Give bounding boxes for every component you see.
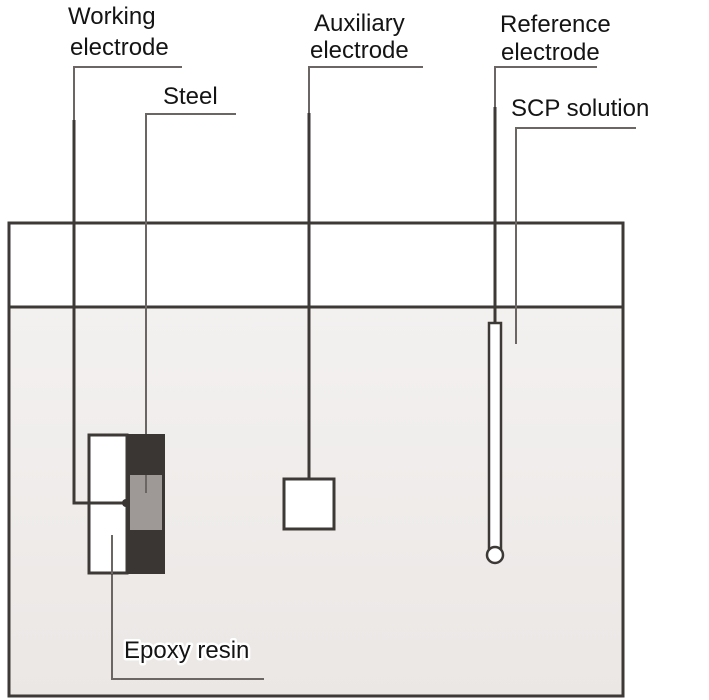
leader-reference-electrode xyxy=(494,66,597,107)
label-auxiliary-electrode-line1: Auxiliary xyxy=(314,10,405,37)
auxiliary-electrode-plate xyxy=(282,477,336,531)
label-reference-electrode-line2: electrode xyxy=(501,39,600,66)
label-working-electrode-line1: Working xyxy=(68,3,156,30)
leader-lines xyxy=(73,66,636,680)
leader-epoxy-resin xyxy=(111,535,264,680)
leader-working-electrode xyxy=(73,66,182,120)
label-epoxy-resin: Epoxy resin xyxy=(124,637,249,664)
leader-auxiliary-electrode xyxy=(308,66,423,113)
connection-dot xyxy=(122,499,130,507)
beaker-outline xyxy=(7,221,625,698)
label-steel: Steel xyxy=(163,83,218,110)
leader-scp-solution xyxy=(515,127,636,344)
auxiliary-electrode xyxy=(282,113,336,531)
reference-electrode xyxy=(485,107,505,565)
label-reference-electrode-line1: Reference xyxy=(500,11,611,38)
reference-electrode-bulb xyxy=(485,545,505,565)
label-working-electrode-line2: electrode xyxy=(70,34,169,61)
leader-steel xyxy=(145,113,236,434)
working-electrode xyxy=(72,120,165,575)
labels: Working electrode Steel Auxiliary electr… xyxy=(68,3,649,667)
label-auxiliary-electrode-line2: electrode xyxy=(310,37,409,64)
reference-electrode-tube xyxy=(487,321,503,551)
label-scp-solution: SCP solution xyxy=(511,95,649,122)
